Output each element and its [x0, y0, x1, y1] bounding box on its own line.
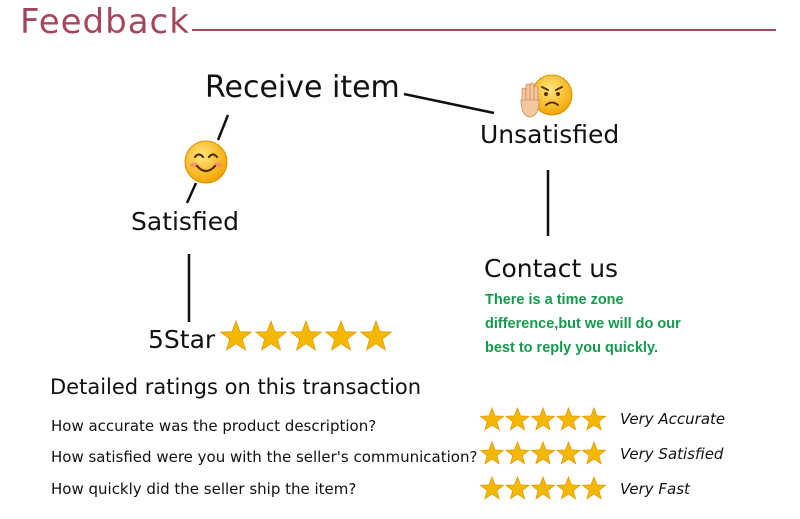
star-icon	[556, 406, 581, 431]
rating-value-communication: Very Satisfied	[620, 445, 724, 463]
star-icon	[556, 440, 581, 465]
rating-value-accuracy: Very Accurate	[620, 410, 726, 428]
rating-question-accuracy: How accurate was the product description…	[51, 417, 377, 435]
unsatisfied-label: Unsatisfied	[480, 120, 620, 149]
star-icon	[289, 319, 323, 351]
rating-question-shipping: How quickly did the seller ship the item…	[51, 480, 357, 498]
star-icon	[581, 475, 607, 500]
star-icon	[530, 406, 556, 431]
smiling-face-icon	[184, 140, 228, 184]
rating-stars-shipping	[479, 475, 607, 500]
star-icon	[324, 319, 358, 351]
star-icon	[479, 475, 505, 500]
star-icon	[219, 319, 253, 351]
page-title: Feedback	[20, 2, 190, 42]
star-icon	[479, 440, 505, 465]
contact-us-label: Contact us	[484, 254, 619, 283]
star-icon	[359, 319, 393, 351]
star-icon	[556, 475, 581, 500]
star-icon	[505, 440, 530, 465]
star-icon	[581, 406, 607, 431]
star-icon	[505, 406, 530, 431]
star-icon	[479, 406, 505, 431]
rating-value-shipping: Very Fast	[620, 480, 690, 498]
worried-face-hand-icon	[520, 74, 573, 118]
overall-rating-label: 5Star	[148, 325, 216, 354]
connector-receive-unsatisfied	[403, 92, 495, 115]
header-divider	[192, 29, 776, 31]
rating-stars-accuracy	[479, 406, 607, 431]
rating-stars-communication	[479, 440, 607, 465]
rating-question-communication: How satisfied were you with the seller's…	[51, 448, 478, 466]
overall-star-rating	[219, 319, 393, 351]
contact-note: There is a time zone difference,but we w…	[485, 292, 681, 356]
connector-smiley-satisfied	[185, 182, 198, 204]
connector-receive-smiley	[216, 114, 230, 141]
star-icon	[254, 319, 288, 351]
star-icon	[530, 440, 556, 465]
star-icon	[581, 440, 607, 465]
star-icon	[530, 475, 556, 500]
receive-item-label: Receive item	[205, 70, 400, 105]
detailed-ratings-title: Detailed ratings on this transaction	[50, 375, 422, 399]
satisfied-label: Satisfied	[131, 207, 239, 236]
star-icon	[505, 475, 530, 500]
